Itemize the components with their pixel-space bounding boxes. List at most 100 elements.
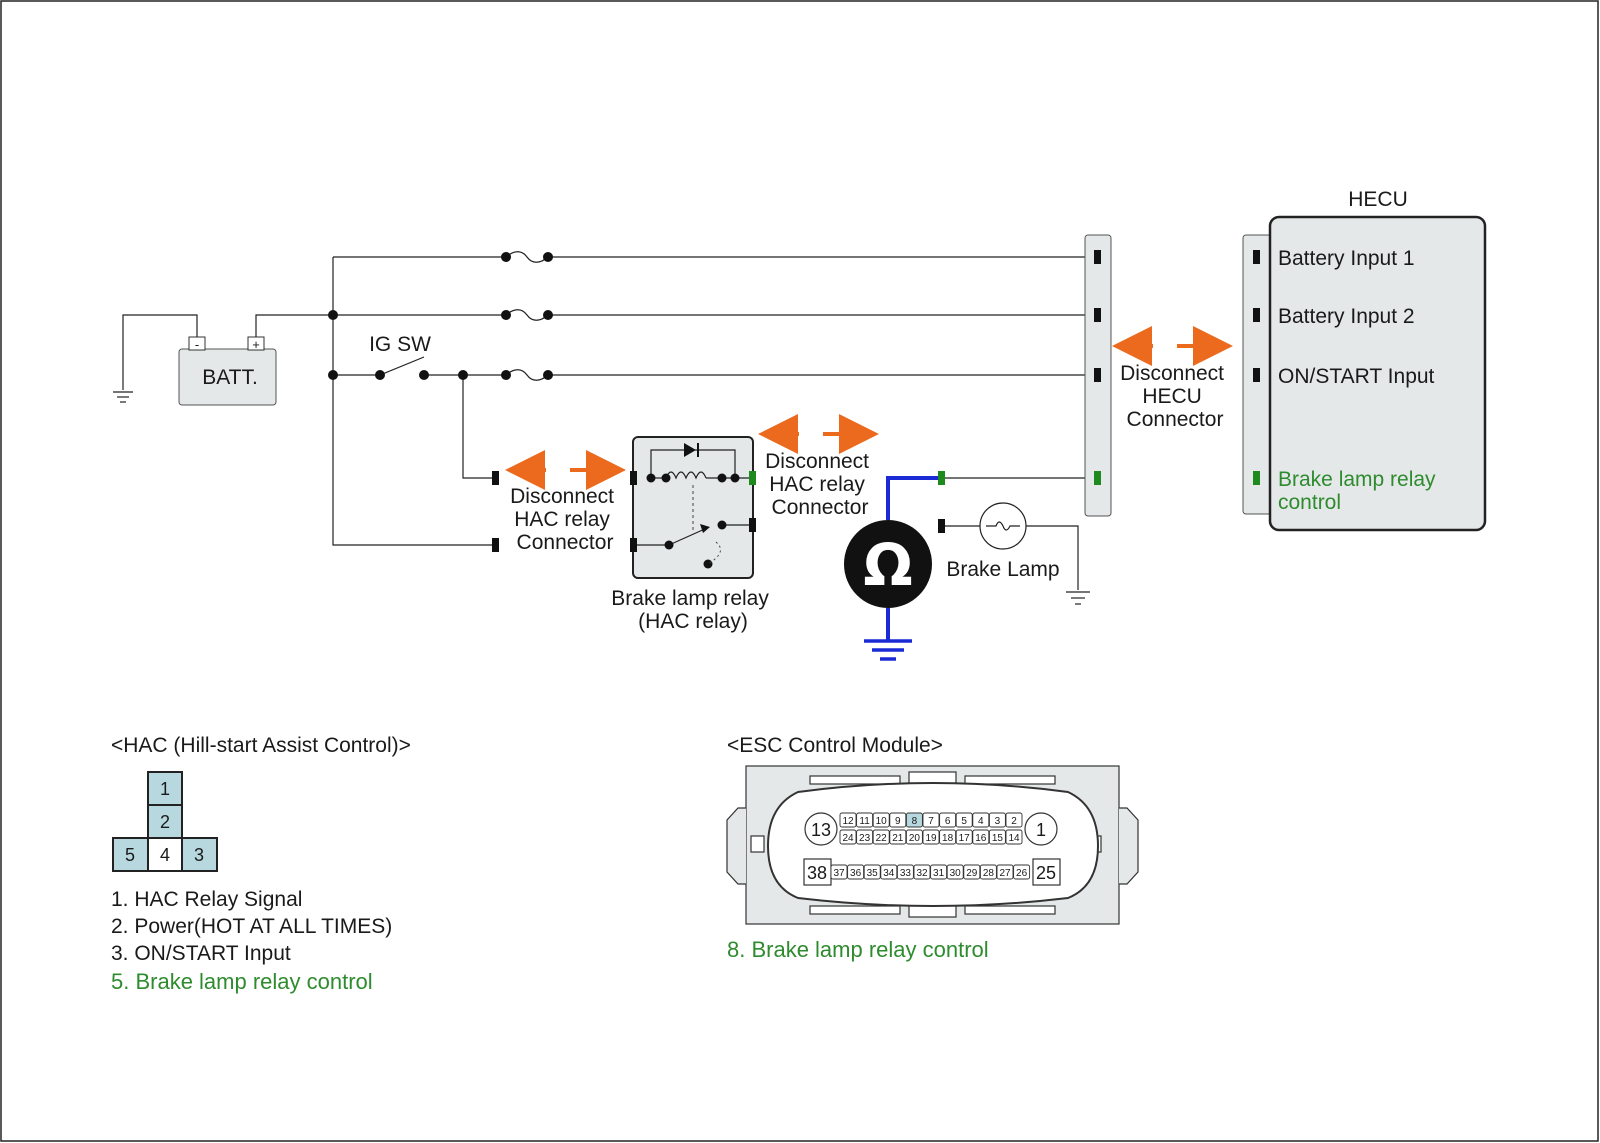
hecu-harness-pin <box>1094 250 1101 264</box>
hac-legend-item: 2. Power(HOT AT ALL TIMES) <box>111 915 392 938</box>
ohmmeter-symbol: Ω <box>863 531 912 599</box>
esc-big-pin <box>804 812 838 846</box>
hecu-harness-pin <box>1094 471 1101 485</box>
hecu-connector-label: Disconnect HECU Connector <box>1120 362 1230 431</box>
esc-pin-label: 3 <box>995 816 1001 827</box>
esc-pin-label: 37 <box>833 868 845 879</box>
hac-pin-number: 4 <box>160 845 170 865</box>
hecu-pin-label: Brake lamp relay control <box>1278 468 1441 514</box>
esc-pin <box>1005 812 1023 828</box>
esc-pin-label: 9 <box>895 816 901 827</box>
esc-pin-label: 31 <box>933 868 945 879</box>
esc-pin <box>839 829 857 845</box>
esc-pin <box>863 864 881 880</box>
hecu-pin-label: Battery Input 1 <box>1278 247 1415 270</box>
esc-pin <box>946 864 964 880</box>
battery: - + BATT. <box>178 336 277 406</box>
esc-pin-label: 26 <box>1016 868 1028 879</box>
esc-pin <box>979 864 997 880</box>
esc-pin-label: 10 <box>876 816 888 827</box>
esc-pin-label: 29 <box>966 868 978 879</box>
esc-pin-label: 33 <box>900 868 912 879</box>
esc-pin-label: 5 <box>961 816 967 827</box>
hecu-harness-pin <box>1094 308 1101 322</box>
relay-connector-label-2: Disconnect HAC relay Connector <box>765 450 875 519</box>
esc-pin <box>905 829 923 845</box>
esc-pin <box>988 812 1006 828</box>
esc-pin-label: 36 <box>850 868 862 879</box>
hecu-title: HECU <box>1348 188 1408 211</box>
hecu-pin-label: Battery Input 2 <box>1278 305 1415 328</box>
hac-legend-item: 5. Brake lamp relay control <box>111 969 373 994</box>
esc-pin <box>889 812 907 828</box>
esc-pin-label: 14 <box>1008 833 1020 844</box>
hac-pin-number: 2 <box>160 812 170 832</box>
esc-pin <box>955 812 973 828</box>
esc-pin-label: 23 <box>859 833 871 844</box>
esc-pin <box>972 829 990 845</box>
esc-pin <box>839 812 857 828</box>
esc-pin-label: 35 <box>867 868 879 879</box>
esc-big-pin <box>1024 812 1058 846</box>
hac-pin-number: 5 <box>125 845 135 865</box>
esc-pin <box>988 829 1006 845</box>
battery-label: BATT. <box>202 366 258 389</box>
brake-lamp-relay <box>630 436 756 579</box>
relay-harness-pin <box>492 538 499 552</box>
esc-big-pin-label: 13 <box>811 820 831 840</box>
esc-pin-label: 16 <box>975 833 987 844</box>
hac-legend-item: 1. HAC Relay Signal <box>111 888 302 911</box>
hecu-harness-pin <box>1094 368 1101 382</box>
junction-dots <box>328 252 553 380</box>
esc-pin-label: 21 <box>892 833 904 844</box>
relay-label: Brake lamp relay (HAC relay) <box>611 587 774 633</box>
esc-pin-label: 12 <box>842 816 854 827</box>
esc-pin-label: 6 <box>945 816 951 827</box>
esc-pin <box>963 864 981 880</box>
esc-big-pin-label: 25 <box>1036 863 1056 883</box>
ig-switch-label: IG SW <box>369 333 431 356</box>
esc-pin-label: 20 <box>909 833 921 844</box>
esc-pin <box>896 864 914 880</box>
ground-icon <box>864 639 912 661</box>
esc-pin <box>972 812 990 828</box>
esc-pin <box>905 812 923 828</box>
hecu-pin-label: ON/START Input <box>1278 365 1435 388</box>
esc-pin <box>1013 864 1031 880</box>
esc-pin-label: 11 <box>859 816 870 827</box>
esc-pin <box>939 829 957 845</box>
brake-lamp-pin <box>938 519 945 533</box>
battery-plus-label: + <box>252 337 260 352</box>
esc-pin-label: 28 <box>983 868 995 879</box>
brake-lamp-label: Brake Lamp <box>946 558 1059 581</box>
esc-pin <box>913 864 931 880</box>
esc-pin <box>856 829 874 845</box>
hecu-module <box>1242 215 1487 532</box>
esc-pin <box>872 812 890 828</box>
esc-pin <box>930 864 948 880</box>
esc-pin-label: 2 <box>1011 816 1017 827</box>
esc-pin-label: 18 <box>942 833 954 844</box>
meter-probe-pin <box>938 471 945 485</box>
esc-pin <box>847 864 865 880</box>
relay-connector-label: Disconnect HAC relay Connector <box>510 485 620 554</box>
esc-pin-label: 32 <box>916 868 928 879</box>
esc-pin-label: 19 <box>925 833 937 844</box>
esc-pin <box>939 812 957 828</box>
esc-big-pin-label: 1 <box>1036 820 1046 840</box>
esc-pin-label: 8 <box>912 816 918 827</box>
relay-harness-pin <box>492 471 499 485</box>
hac-legend-item: 3. ON/START Input <box>111 942 291 965</box>
hac-connector-title: <HAC (Hill-start Assist Control)> <box>111 734 411 757</box>
esc-pin <box>1005 829 1023 845</box>
ohmmeter-icon <box>844 520 932 608</box>
meter-lead <box>886 476 940 520</box>
esc-pin-label: 30 <box>950 868 962 879</box>
esc-legend-item: 8. Brake lamp relay control <box>727 937 989 962</box>
esc-big-pin-label: 38 <box>807 863 827 883</box>
esc-pin-label: 17 <box>959 833 971 844</box>
hac-connector-face <box>112 771 218 872</box>
